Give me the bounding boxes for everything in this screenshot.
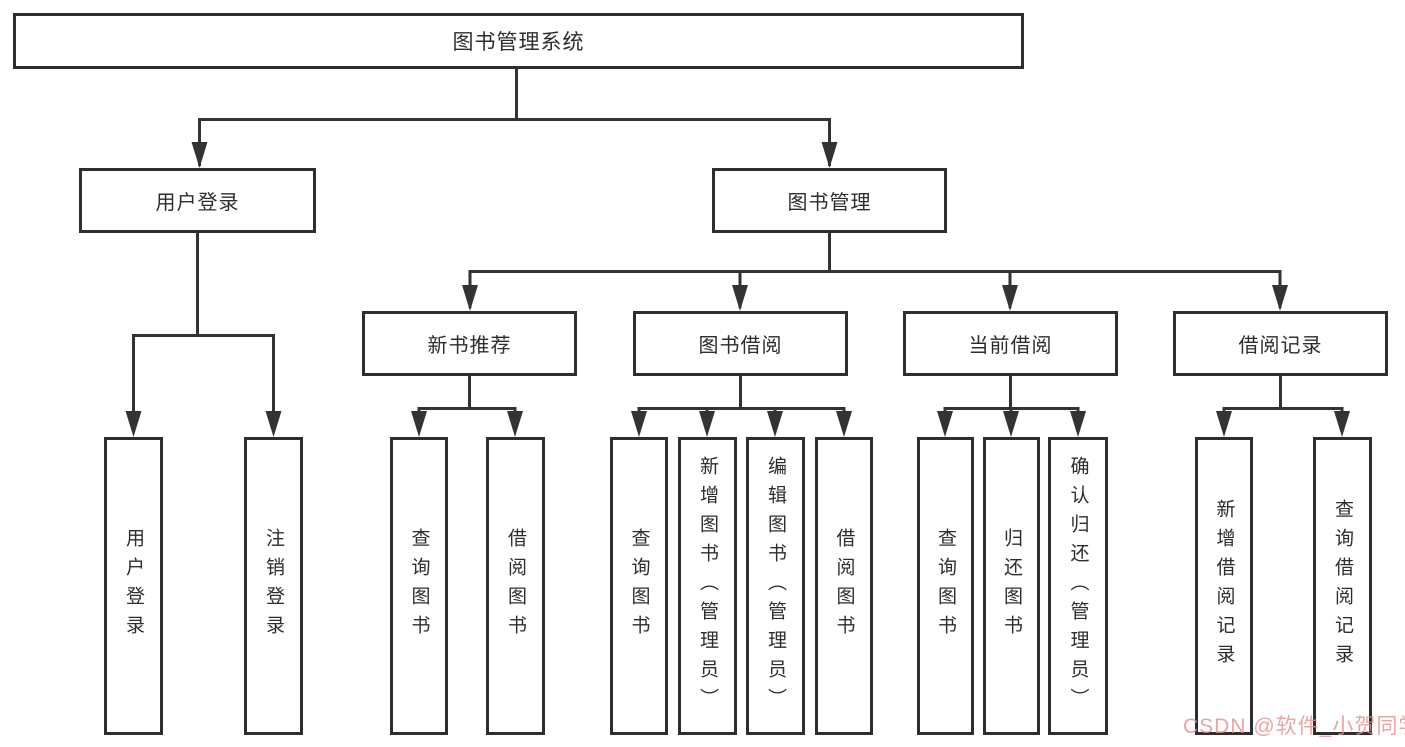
- leaf-logout: 注销登录: [244, 437, 303, 735]
- leaf-query-books-recommend: 查询图书: [390, 437, 448, 735]
- node-user-login: 用户登录: [79, 168, 316, 233]
- node-book-borrow-label: 图书借阅: [698, 335, 783, 357]
- leaf-add-books-admin: 新增图书（管理员）: [678, 437, 737, 735]
- leaf-logout-label: 注销登录: [263, 528, 284, 644]
- leaf-edit-books-admin-label: 编辑图书（管理员）: [765, 455, 786, 717]
- node-library-system-label: 图书管理系统: [452, 31, 585, 54]
- tree-edges: [132, 69, 1344, 432]
- node-current-borrow-label: 当前借阅: [968, 335, 1053, 357]
- leaf-query-books-borrow: 查询图书: [610, 437, 668, 735]
- leaf-user-login: 用户登录: [104, 437, 163, 735]
- leaf-return-books-label: 归还图书: [1001, 528, 1022, 644]
- leaf-edit-books-admin: 编辑图书（管理员）: [746, 437, 805, 735]
- node-new-book-recommend-label: 新书推荐: [427, 335, 512, 357]
- leaf-add-borrow-record-label: 新增借阅记录: [1213, 499, 1235, 673]
- node-book-management-label: 图书管理: [787, 192, 872, 214]
- leaf-confirm-return-admin-label: 确认归还（管理员）: [1067, 455, 1089, 717]
- leaf-add-borrow-record: 新增借阅记录: [1195, 437, 1253, 735]
- leaf-query-books-current-label: 查询图书: [935, 528, 956, 644]
- node-borrow-records-label: 借阅记录: [1238, 335, 1323, 357]
- leaf-confirm-return-admin: 确认归还（管理员）: [1048, 437, 1108, 735]
- leaf-query-books-recommend-label: 查询图书: [408, 528, 430, 644]
- leaf-return-books: 归还图书: [983, 437, 1040, 735]
- node-current-borrow: 当前借阅: [903, 311, 1118, 376]
- leaf-query-books-borrow-label: 查询图书: [628, 528, 650, 644]
- node-book-management: 图书管理: [712, 168, 947, 233]
- node-user-login-label: 用户登录: [155, 192, 240, 214]
- csdn-watermark: CSDN @软件_小贺同学: [1183, 715, 1405, 738]
- leaf-add-books-admin-label: 新增图书（管理员）: [697, 455, 718, 717]
- leaf-borrow-books-recommend-label: 借阅图书: [505, 528, 526, 644]
- node-new-book-recommend: 新书推荐: [362, 311, 577, 376]
- leaf-query-borrow-record: 查询借阅记录: [1313, 437, 1372, 735]
- leaf-borrow-books: 借阅图书: [815, 437, 873, 735]
- leaf-borrow-books-recommend: 借阅图书: [486, 437, 545, 735]
- leaf-query-borrow-record-label: 查询借阅记录: [1332, 499, 1353, 673]
- node-library-system: 图书管理系统: [13, 13, 1024, 69]
- leaf-query-books-current: 查询图书: [917, 437, 974, 735]
- node-book-borrow: 图书借阅: [633, 311, 848, 376]
- leaf-borrow-books-label: 借阅图书: [833, 528, 855, 644]
- node-borrow-records: 借阅记录: [1173, 311, 1388, 376]
- leaf-user-login-label: 用户登录: [123, 528, 144, 644]
